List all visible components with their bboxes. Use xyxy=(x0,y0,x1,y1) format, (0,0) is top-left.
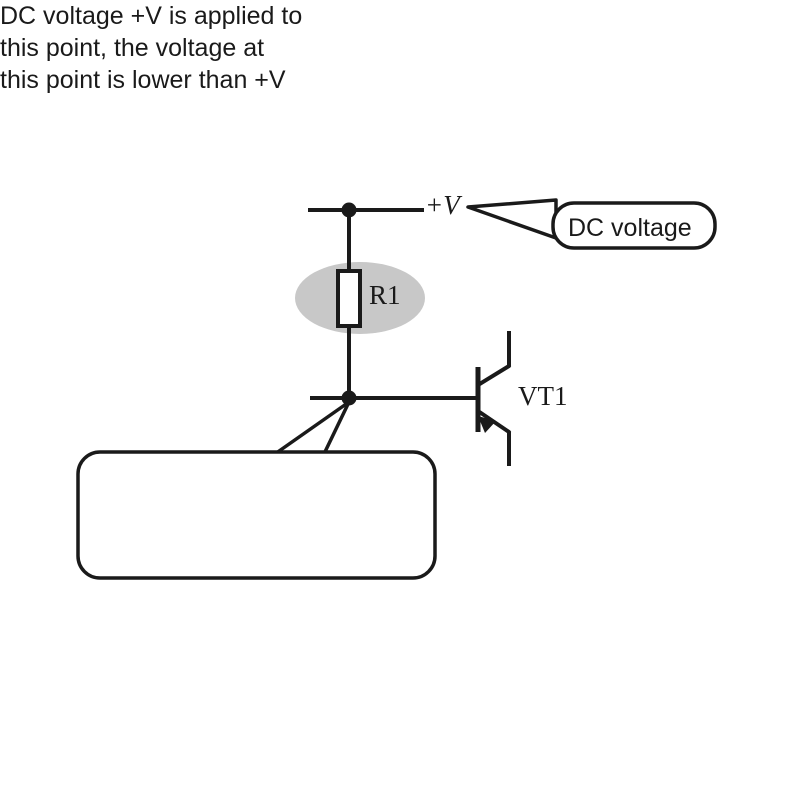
transistor-collector-slant xyxy=(476,364,511,387)
resistor-r1-label: R1 xyxy=(369,280,401,310)
supply-node-dot xyxy=(341,202,357,218)
base-node-callout-line-2: this point, the voltage at xyxy=(0,34,265,62)
supply-rail-label: +V xyxy=(425,190,460,220)
dc-voltage-callout-tail xyxy=(466,198,558,240)
resistor-r1-body xyxy=(336,269,362,328)
transistor-vt1-label: VT1 xyxy=(518,381,568,411)
base-node-dot xyxy=(341,390,357,406)
dc-voltage-callout-box xyxy=(551,201,717,250)
dc-voltage-callout-label: DC voltage xyxy=(568,214,692,242)
base-node-callout-line-3: this point is lower than +V xyxy=(0,66,286,94)
transistor-emitter-arrow xyxy=(478,416,496,433)
base-node-callout-line-1: DC voltage +V is applied to xyxy=(0,2,303,30)
base-node-callout-tail xyxy=(270,400,351,458)
base-node-callout-box xyxy=(76,450,437,580)
base-node-callout-label: DC voltage +V is applied to this point, … xyxy=(0,0,800,96)
